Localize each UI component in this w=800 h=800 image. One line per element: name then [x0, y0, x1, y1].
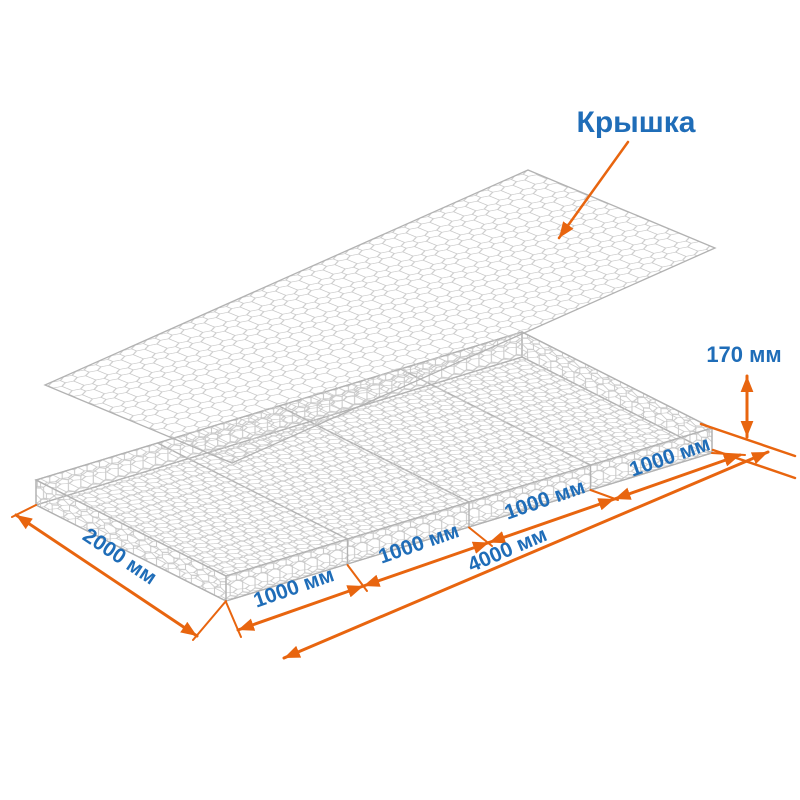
height-extension-top — [699, 422, 797, 458]
width-arrow — [14, 513, 199, 638]
height-label: 170 мм — [706, 342, 781, 367]
width-extension-right — [192, 600, 227, 641]
lid-mesh-panel — [43, 169, 717, 464]
segment-extension — [225, 601, 242, 638]
total-length-arrow — [282, 450, 770, 660]
lid-pointer-arrow — [557, 140, 630, 240]
lid-label: Крышка — [577, 106, 696, 139]
